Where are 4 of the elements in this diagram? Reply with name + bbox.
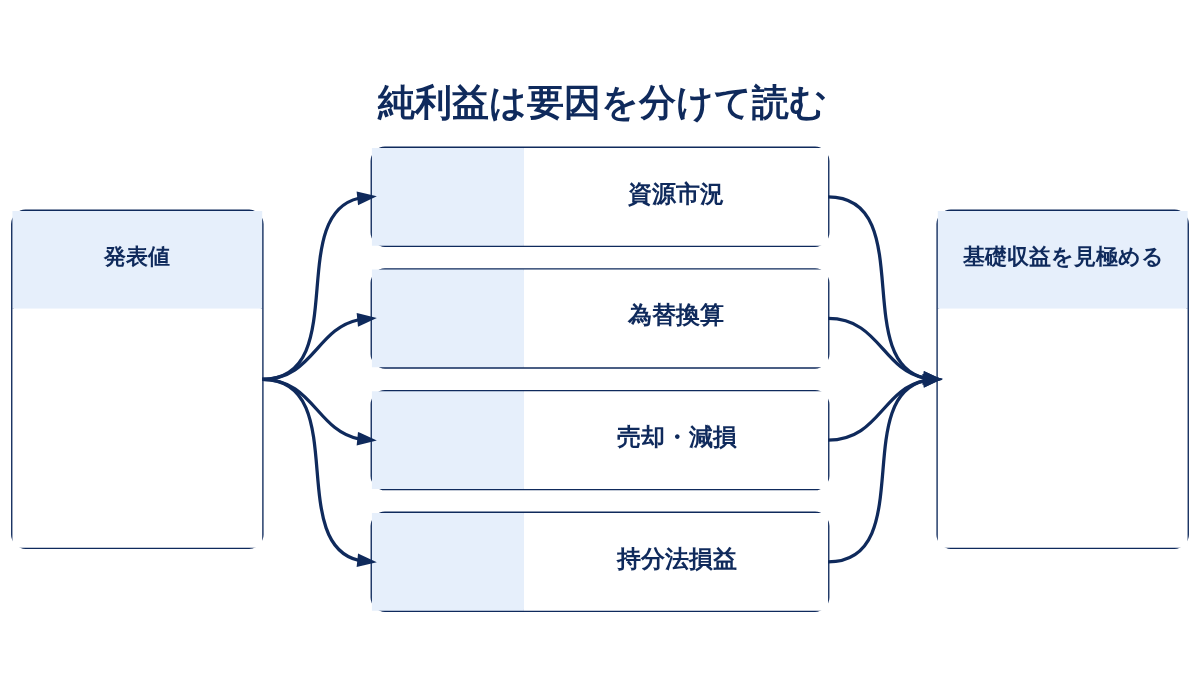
arrow: [827, 374, 943, 564]
arrow: [261, 377, 377, 568]
arrow: [262, 313, 377, 381]
diagram-title: 純利益は要因を分けて読む: [378, 81, 828, 125]
